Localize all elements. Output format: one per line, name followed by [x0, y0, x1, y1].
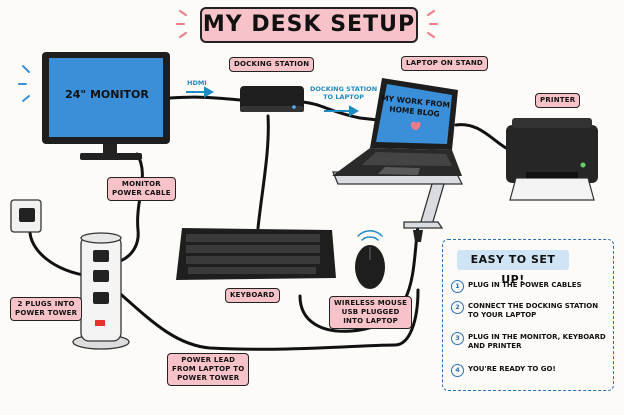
- dock-to-laptop-flow-label: DOCKING STATION TO LAPTOP: [310, 85, 378, 101]
- wall-outlet: [10, 199, 42, 233]
- dock-to-laptop-cable: [301, 100, 380, 122]
- keyboard-label: KEYBOARD: [225, 288, 280, 303]
- sparkle-icon: [176, 10, 438, 38]
- step-number: 2: [451, 301, 464, 314]
- docking-station-label: DOCKING STATION: [229, 57, 315, 72]
- laptop-stand: [332, 171, 464, 229]
- hdmi-cable: [168, 95, 242, 102]
- wifi-icon: [357, 230, 383, 241]
- guide-title: EASY TO SET UP!: [457, 250, 569, 286]
- power-lead-cable: [114, 288, 420, 351]
- monitor-cable-label: MONITOR POWER CABLE: [107, 177, 176, 201]
- power-lead-label: POWER LEAD FROM LAPTOP TO POWER TOWER: [167, 353, 250, 386]
- laptop-to-printer-cable: [454, 123, 508, 150]
- mouse: [355, 245, 385, 289]
- usb-plug: [413, 230, 423, 242]
- power-tower: [72, 232, 130, 350]
- keyboard: [176, 228, 336, 280]
- page-title: MY DESK SETUP: [200, 7, 418, 43]
- laptop: [332, 78, 462, 176]
- step-number: 3: [451, 332, 464, 345]
- wireless-mouse-label: WIRELESS MOUSE USB PLUGGED INTO LAPTOP: [329, 296, 413, 329]
- step-number: 1: [451, 280, 464, 293]
- outlet-to-tower-cable: [28, 226, 92, 278]
- flow-arrow: [186, 86, 360, 117]
- step-number: 4: [451, 364, 464, 377]
- setup-guide-panel: EASY TO SET UP! 1 PLUG IN THE POWER CABL…: [442, 239, 614, 391]
- dock-to-keyboard-cable: [256, 114, 270, 230]
- docking-station: [240, 86, 304, 112]
- heart-icon: [410, 121, 421, 130]
- monitor: [42, 52, 170, 160]
- plugs-label: 2 PLUGS INTO POWER TOWER: [10, 297, 83, 321]
- monitor-power-cable: [112, 152, 144, 264]
- sparkle-icon: [18, 65, 30, 102]
- hdmi-flow-label: HDMI: [187, 79, 207, 87]
- printer: [506, 118, 598, 201]
- monitor-screen-text: 24" MONITOR: [65, 88, 149, 101]
- printer-label: PRINTER: [535, 93, 581, 108]
- laptop-on-stand-label: LAPTOP ON STAND: [401, 56, 488, 71]
